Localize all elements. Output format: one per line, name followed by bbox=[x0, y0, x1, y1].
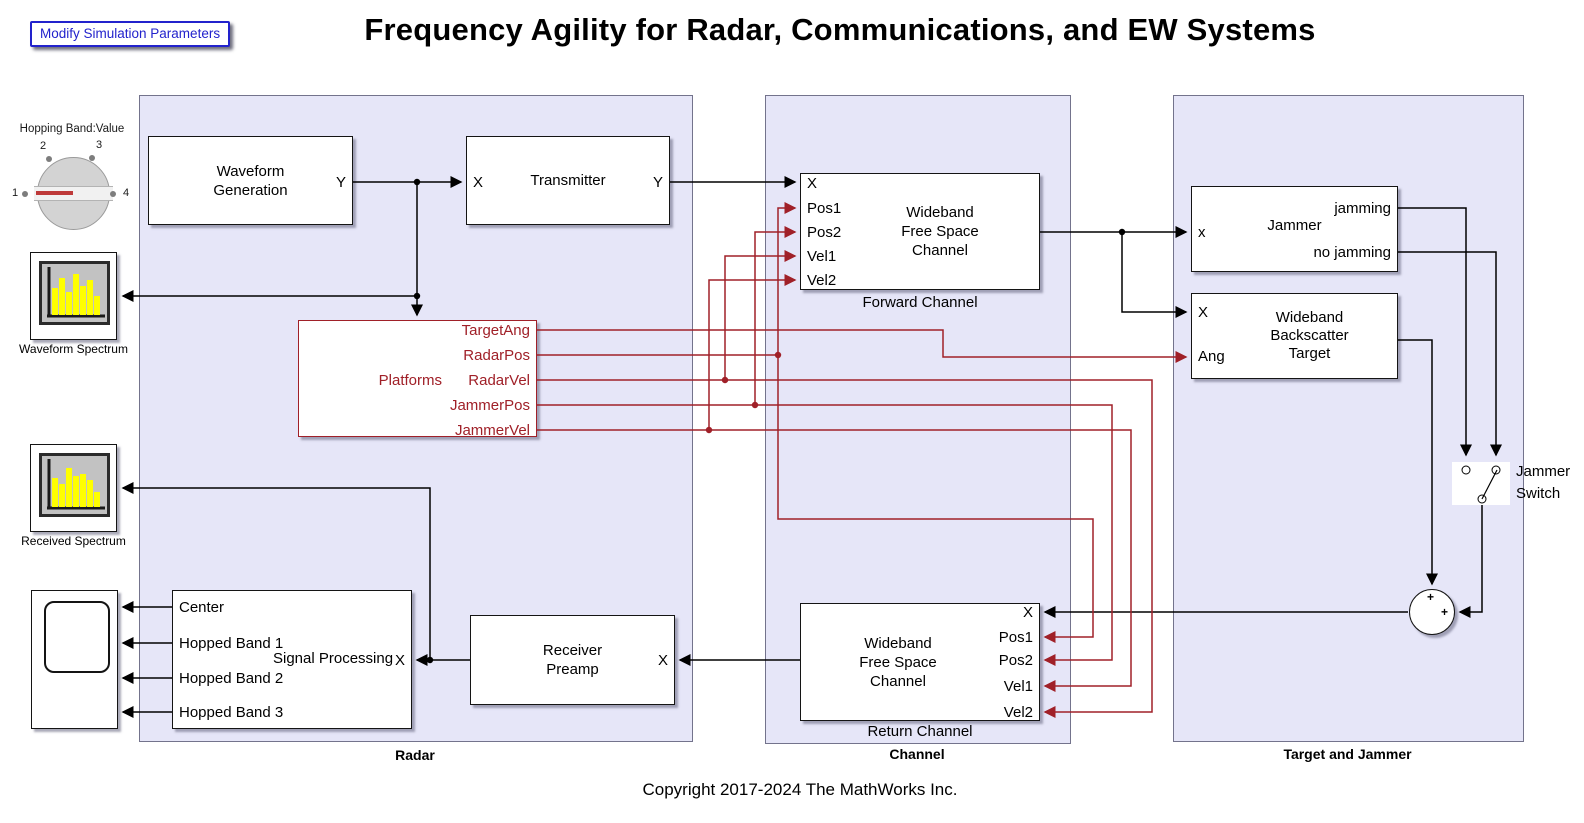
input-port-label: Vel2 bbox=[807, 272, 837, 289]
block-label: Jammer bbox=[1267, 216, 1322, 234]
backscatter-target-block[interactable]: Wideband Backscatter Target X Ang bbox=[1191, 293, 1398, 379]
output-port-label: Y bbox=[652, 174, 663, 191]
signal-processing-block[interactable]: Signal Processing Center Hopped Band 1 H… bbox=[172, 590, 412, 729]
channel-region-label: Channel bbox=[889, 746, 945, 762]
modify-simulation-parameters-button[interactable]: Modify Simulation Parameters bbox=[30, 21, 231, 47]
input-port-label: Pos2 bbox=[807, 224, 842, 241]
knob-needle-icon bbox=[36, 191, 73, 195]
input-port-label: X bbox=[473, 174, 484, 191]
input-port-label: Pos2 bbox=[998, 652, 1033, 669]
input-port-label: X bbox=[807, 175, 818, 192]
knob-tick-dot bbox=[89, 155, 95, 161]
scope-caption: Received Spectrum bbox=[21, 534, 126, 548]
output-port-label: JammerVel bbox=[454, 422, 530, 439]
input-port-label: Pos1 bbox=[998, 629, 1033, 646]
knob-tick-dot bbox=[110, 191, 116, 197]
switch-contact-icon bbox=[1477, 494, 1487, 504]
block-label: Transmitter bbox=[530, 172, 606, 189]
input-port-label: X bbox=[657, 652, 668, 669]
platforms-block[interactable]: Platforms TargetAng RadarPos RadarVel Ja… bbox=[298, 320, 537, 439]
knob-tick-dot bbox=[22, 191, 28, 197]
output-port-label: TargetAng bbox=[461, 322, 530, 339]
switch-contact-icon bbox=[1461, 465, 1471, 475]
sum-plus-sign: + bbox=[1441, 605, 1449, 619]
forward-channel-caption: Forward Channel bbox=[862, 294, 978, 311]
waveform-generation-block[interactable]: Waveform Generation Y bbox=[148, 136, 353, 225]
return-channel-block[interactable]: Wideband Free Space Channel X Pos1 Pos2 … bbox=[800, 603, 1040, 721]
output-port-label: RadarPos bbox=[463, 347, 530, 364]
copyright-text: Copyright 2017-2024 The MathWorks Inc. bbox=[642, 780, 958, 799]
input-port-label: x bbox=[1198, 224, 1206, 241]
input-port-label: Vel1 bbox=[807, 248, 837, 265]
input-port-label: X bbox=[394, 652, 405, 669]
scope-caption: Waveform Spectrum bbox=[19, 342, 128, 356]
spectrum-display-icon bbox=[39, 261, 110, 325]
forward-channel-block[interactable]: Wideband Free Space Channel X Pos1 Pos2 … bbox=[800, 173, 1040, 290]
input-port-label: X bbox=[1022, 604, 1033, 621]
receiver-preamp-block[interactable]: Receiver Preamp X bbox=[470, 615, 675, 705]
radar-region-label: Radar bbox=[395, 747, 435, 763]
jammer-switch-block[interactable] bbox=[1452, 462, 1510, 505]
block-label: Wideband Backscatter Target bbox=[1270, 309, 1349, 362]
output-port-label: Hopped Band 3 bbox=[179, 704, 284, 721]
block-label: Receiver Preamp bbox=[542, 642, 603, 678]
target-jammer-region-label: Target and Jammer bbox=[1283, 746, 1412, 762]
knob-band bbox=[34, 186, 113, 201]
received-spectrum-scope[interactable] bbox=[30, 444, 117, 532]
input-port-label: X bbox=[1198, 304, 1209, 321]
hopping-band-knob[interactable]: Hopping Band:Value 1 2 3 4 bbox=[10, 123, 142, 239]
knob-tick-label: 4 bbox=[122, 187, 130, 199]
jammer-block[interactable]: Jammer x jamming no jamming bbox=[1191, 186, 1398, 272]
output-port-label: Center bbox=[179, 599, 225, 616]
knob-tick-label: 1 bbox=[11, 187, 19, 199]
model-title: Frequency Agility for Radar, Communicati… bbox=[364, 12, 1316, 47]
return-channel-caption: Return Channel bbox=[867, 723, 973, 740]
knob-tick-label: 2 bbox=[39, 140, 47, 152]
jammer-switch-label: Jammer Switch bbox=[1516, 463, 1571, 502]
block-label: Platforms bbox=[378, 372, 442, 389]
output-port-label: Hopped Band 1 bbox=[179, 635, 284, 652]
output-port-label: JammerPos bbox=[449, 397, 530, 414]
input-port-label: Vel1 bbox=[1003, 678, 1033, 695]
input-port-label: Vel2 bbox=[1003, 704, 1033, 721]
block-label: Signal Processing bbox=[273, 650, 394, 667]
output-port-label: RadarVel bbox=[468, 372, 530, 389]
sum-plus-sign: + bbox=[1427, 590, 1435, 604]
output-port-label: Hopped Band 2 bbox=[179, 670, 284, 687]
knob-tick-dot bbox=[46, 156, 52, 162]
output-port-label: Y bbox=[335, 174, 346, 191]
input-port-label: Ang bbox=[1198, 348, 1225, 365]
sum-block[interactable] bbox=[1409, 589, 1455, 635]
input-port-label: Pos1 bbox=[807, 200, 842, 217]
transmitter-block[interactable]: Transmitter X Y bbox=[466, 136, 670, 225]
waveform-spectrum-scope[interactable] bbox=[30, 252, 117, 340]
switch-contact-icon bbox=[1491, 465, 1501, 475]
block-label: Waveform Generation bbox=[213, 162, 288, 199]
knob-title: Hopping Band:Value bbox=[19, 123, 125, 135]
time-scope-block[interactable] bbox=[31, 590, 118, 729]
scope-display-icon bbox=[44, 601, 110, 673]
knob-tick-label: 3 bbox=[95, 139, 103, 151]
output-port-label: no jamming bbox=[1313, 244, 1391, 261]
block-label: Wideband Free Space Channel bbox=[901, 204, 979, 259]
output-port-label: jamming bbox=[1334, 200, 1391, 217]
spectrum-display-icon bbox=[39, 453, 110, 517]
